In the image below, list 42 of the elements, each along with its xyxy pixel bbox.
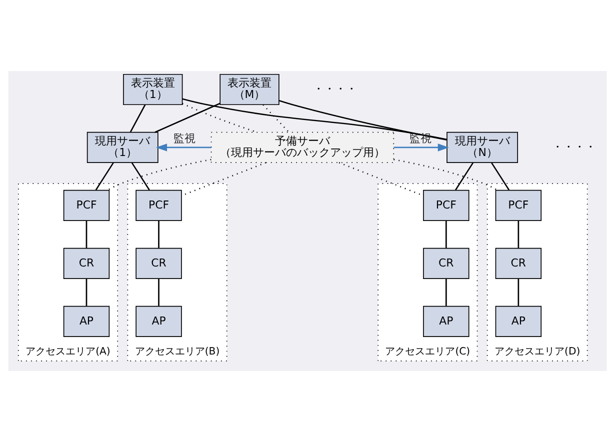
arrow xyxy=(156,144,212,152)
edge-label: 監視 xyxy=(409,132,432,145)
node-box: PCF xyxy=(423,190,470,221)
connector xyxy=(154,102,220,133)
node-box: CR xyxy=(136,248,182,279)
connector xyxy=(518,278,520,306)
connector xyxy=(518,220,520,248)
connector xyxy=(278,100,447,141)
connector xyxy=(455,162,474,190)
connector xyxy=(445,278,447,306)
label: ・・・・ xyxy=(313,82,358,96)
node-box: 予備サーバ （現用サーバのバックアップ用） xyxy=(210,132,394,164)
node-box: 表示装置 （M） xyxy=(220,74,280,106)
connector xyxy=(445,220,447,248)
connector xyxy=(262,104,290,132)
connector xyxy=(182,98,448,140)
node-box: 現用サーバ （N） xyxy=(446,132,518,164)
connector xyxy=(158,220,160,248)
node-box: PCF xyxy=(63,190,110,221)
node-box: 現用サーバ （1） xyxy=(86,132,158,164)
connector xyxy=(107,158,212,191)
connector xyxy=(95,162,114,190)
edge-label: 監視 xyxy=(174,132,196,145)
connector xyxy=(158,278,160,306)
node-box: AP xyxy=(495,306,542,337)
connector xyxy=(86,278,88,306)
node-box: AP xyxy=(136,306,182,337)
arrow xyxy=(394,144,449,152)
node-box: AP xyxy=(423,306,470,337)
connector xyxy=(491,162,510,190)
label: ・・・・ xyxy=(552,140,596,154)
node-box: AP xyxy=(63,306,110,337)
node-box: CR xyxy=(495,248,542,279)
connector xyxy=(130,104,146,132)
connector xyxy=(86,220,88,248)
node-box: CR xyxy=(63,248,110,279)
connector xyxy=(131,162,150,190)
node-box: CR xyxy=(423,248,470,279)
node-box: PCF xyxy=(136,190,182,221)
node-box: PCF xyxy=(495,190,542,221)
node-box: 表示装置 （1） xyxy=(123,74,183,106)
connector xyxy=(394,158,498,191)
